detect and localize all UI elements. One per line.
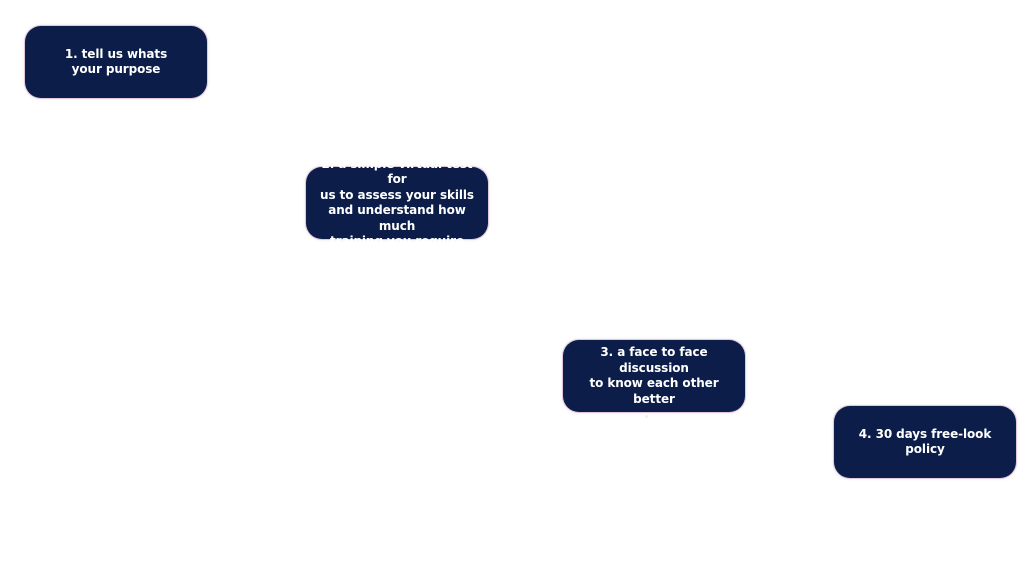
step-1-box: 1. tell us whats your purpose <box>25 26 207 98</box>
step-2-box: 2. a simple virtual test for us to asses… <box>306 157 488 248</box>
step-4-box: 4. 30 days free-look policy <box>834 406 1016 478</box>
step-3-box: 3. a face to face discussion to know eac… <box>563 340 745 412</box>
step-2-text: 2. a simple virtual test for us to asses… <box>320 156 474 249</box>
decorative-dot <box>645 415 648 418</box>
step-3-text: 3. a face to face discussion to know eac… <box>589 345 719 406</box>
step-1-text: 1. tell us whats your purpose <box>64 46 168 77</box>
step-4-text: 4. 30 days free-look policy <box>858 426 992 457</box>
